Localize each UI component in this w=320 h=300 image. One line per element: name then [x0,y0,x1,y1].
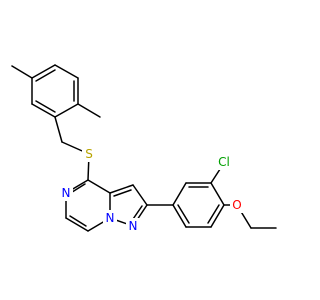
structure-canvas: S N N N Cl O [11,64,277,234]
chloroethoxyphenyl-ring [172,182,225,228]
dimethylphenyl-ring [31,64,79,118]
bridge-nitrogen-label: N [106,211,115,225]
chlorine-label: Cl [218,155,230,169]
benzyl-ch2-bond [54,116,63,143]
bridge-nitrogen-atom: N [103,210,117,226]
oxygen-atom: O [230,197,244,213]
molecule-structure: S N N N Cl O [11,64,277,234]
methyl-bond-top [11,65,33,79]
sulfur-atom: S [82,146,96,162]
methyl-bond-right [77,103,101,118]
sulfur-label: S [85,147,93,161]
pyrazole-nitrogen-atom: N [126,218,140,234]
pyrazole-nitrogen-label: N [129,219,138,233]
oxygen-label: O [232,198,241,212]
chlorine-atom: Cl [215,154,233,170]
pyrazine-nitrogen-label: N [62,186,71,200]
pyrazine-nitrogen-atom: N [59,185,73,201]
